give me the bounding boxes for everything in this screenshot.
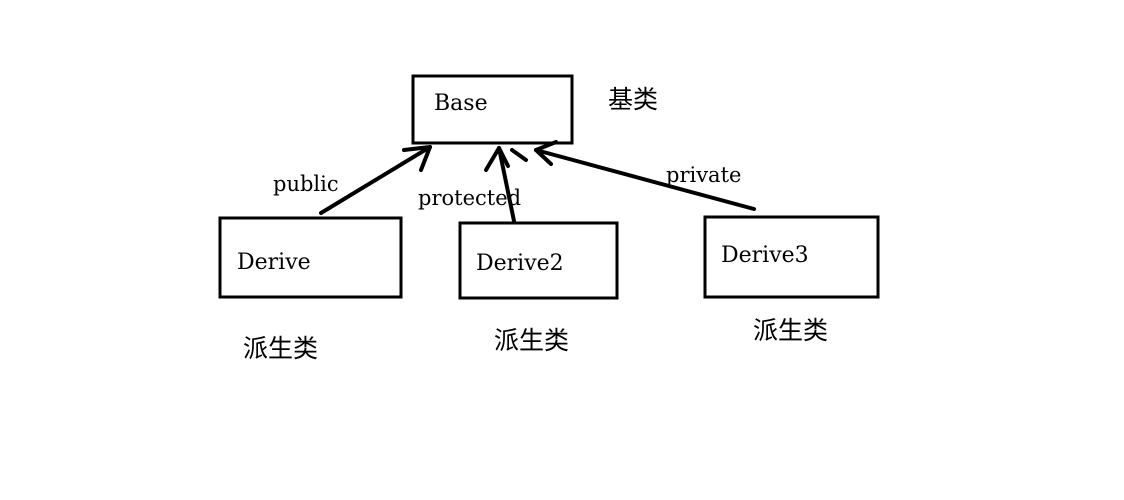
derive-box [218, 216, 403, 299]
edge-protected-line [497, 146, 516, 223]
edge-private-line [534, 148, 756, 211]
derive2-caption: 派生类 [494, 326, 569, 355]
base-caption: 基类 [608, 85, 658, 114]
derive-label: Derive [237, 250, 311, 275]
derive2-node: Derive2 [458, 221, 619, 300]
base-node: Base [411, 74, 574, 145]
derive2-label: Derive2 [476, 251, 564, 276]
edge-public-line [319, 145, 432, 215]
edge-public-label: public [273, 172, 339, 196]
edge-public [319, 145, 432, 215]
edge-public-arrowhead [402, 145, 432, 172]
edge-protected [484, 146, 528, 223]
edge-private-arrowhead [534, 140, 558, 166]
edge-protected-label: protected [418, 186, 521, 210]
derive-node: Derive [218, 216, 403, 299]
edge-private-label: private [666, 163, 741, 187]
edge-protected-arrowhead [484, 146, 510, 172]
derive3-caption: 派生类 [753, 316, 828, 345]
edge-protected-tick [510, 148, 528, 162]
base-box [411, 74, 574, 145]
derive3-label: Derive3 [721, 243, 809, 268]
derive2-box [458, 221, 619, 300]
edge-private [534, 140, 756, 211]
derive3-box [703, 215, 880, 299]
base-label: Base [434, 91, 488, 116]
derive3-node: Derive3 [703, 215, 880, 299]
derive-caption: 派生类 [243, 334, 318, 363]
